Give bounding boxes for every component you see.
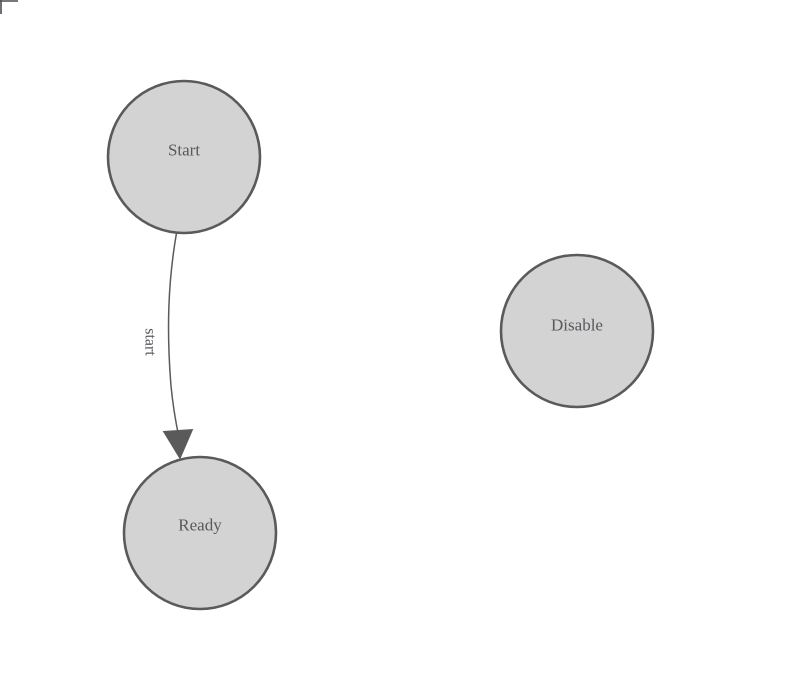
node-start-label: Start [168, 141, 200, 160]
node-disable-circle[interactable] [499, 253, 655, 409]
arrowhead-icon [162, 428, 194, 460]
node-disable-label: Disable [551, 316, 603, 335]
node-ready[interactable]: Ready [122, 455, 278, 611]
canvas-corner-mark [0, 0, 18, 14]
edge-label-start: start [142, 328, 159, 356]
node-ready-label: Ready [178, 516, 222, 535]
node-disable[interactable]: Disable [499, 253, 655, 409]
edge-start-to-ready[interactable]: start [142, 232, 194, 460]
node-start[interactable]: Start [106, 79, 262, 235]
edge-line [167, 232, 181, 441]
node-start-circle[interactable] [106, 79, 262, 235]
node-ready-circle[interactable] [122, 455, 278, 611]
